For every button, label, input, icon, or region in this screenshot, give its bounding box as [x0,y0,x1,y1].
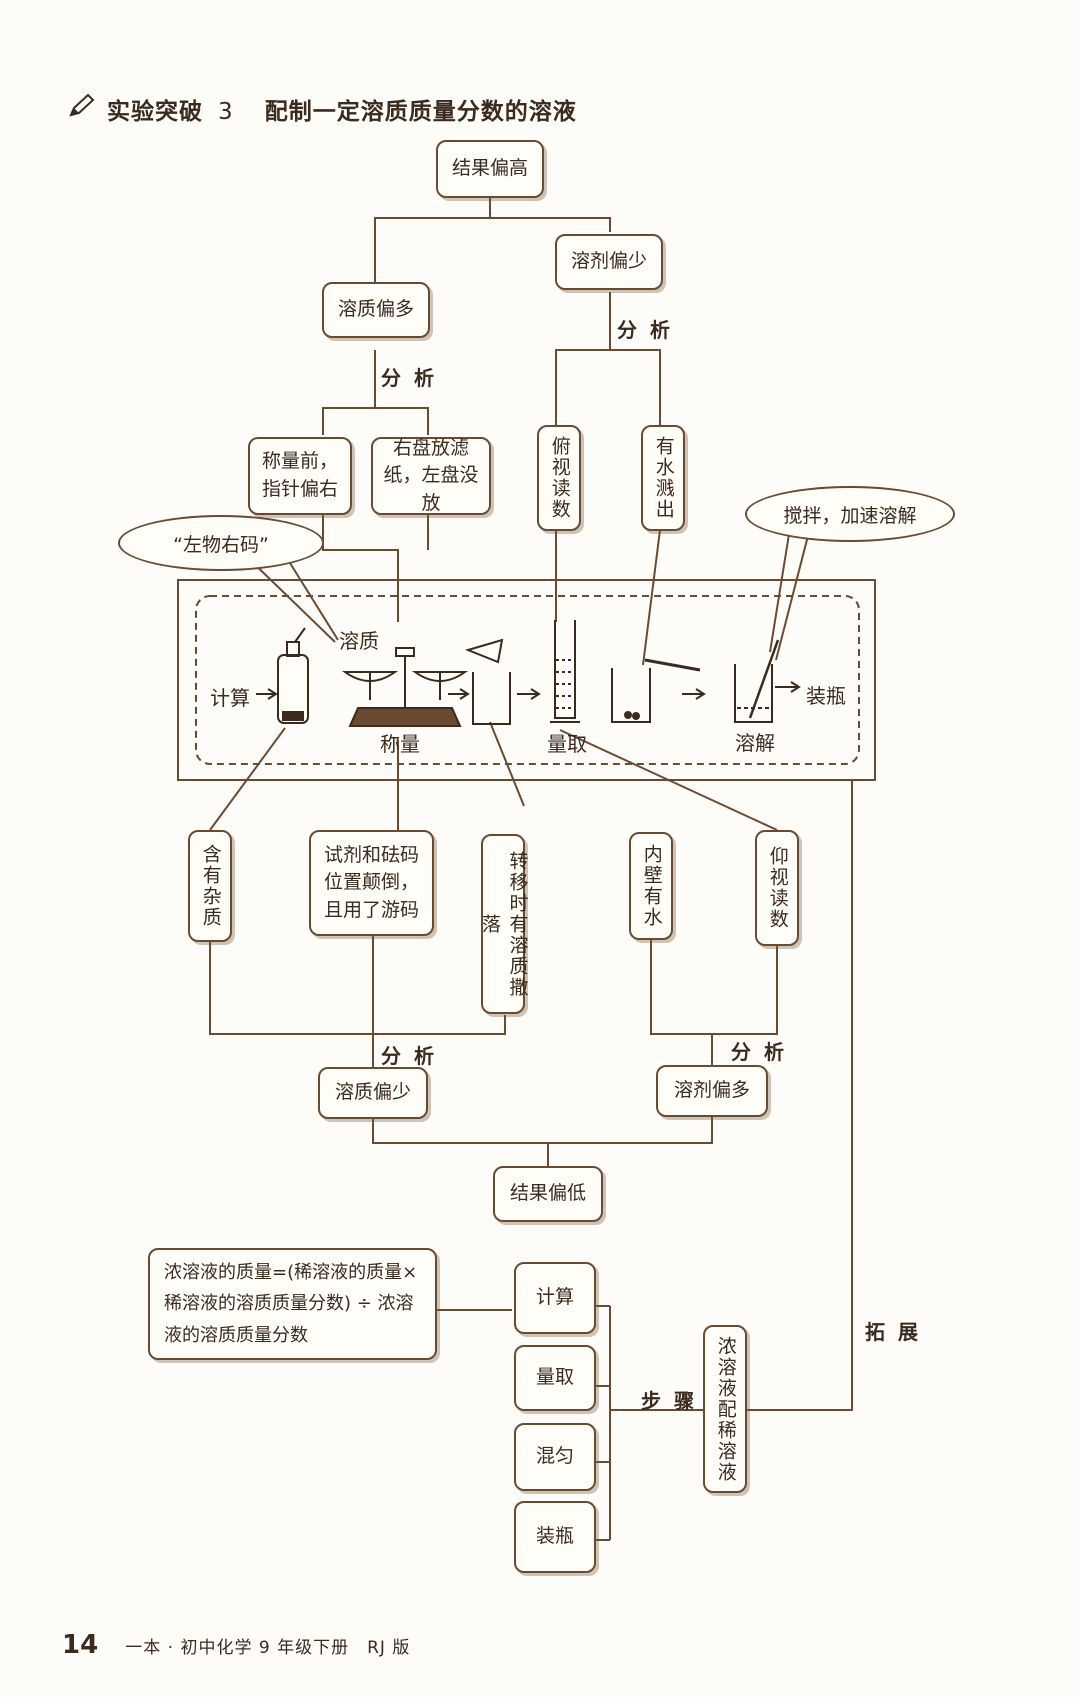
step-bottle-label: 装瓶 [806,684,846,708]
left-right-callout: “左物右码” [118,515,324,571]
book-title: 一本 · 初中化学 9 年级下册 RJ 版 [125,1638,411,1658]
cause-pointer-node: 称量前，指针偏右 [248,437,352,515]
cause-filter-node: 右盘放滤纸，左盘没放 [371,437,491,515]
solute-more-node: 溶质偏多 [322,282,430,338]
page-title: 实验突破 3 配制一定溶质质量分数的溶液 [68,92,577,126]
look-up-node: 仰视读数 [755,830,799,946]
extension-label: 拓 展 [865,1320,921,1344]
result-low-node: 结果偏低 [493,1166,603,1222]
solvent-less-node: 溶剂偏少 [555,234,663,290]
steps-label: 步 骤 [641,1389,697,1413]
step-measure-label: 量取 [547,732,587,756]
step-calc-label: 计算 [210,686,250,710]
step-dissolve-label: 溶解 [735,731,775,755]
page-number: 14 [62,1630,99,1660]
dilution-formula: 浓溶液的质量=(稀溶液的质量×稀溶液的溶质质量分数) ÷ 浓溶液的溶质质量分数 [148,1248,437,1360]
step-bottle-node: 装瓶 [514,1501,596,1573]
wet-wall-node: 内壁有水 [629,832,673,940]
reversed-node: 试剂和砝码位置颠倒，且用了游码 [309,830,434,936]
section-title: 配制一定溶质质量分数的溶液 [264,99,577,125]
analysis-label-top-right: 分 析 [617,318,673,342]
stir-callout: 搅拌，加速溶解 [745,486,955,542]
solute-label: 溶质 [339,629,379,653]
dilution-topic-node: 浓溶液配稀溶液 [703,1325,747,1493]
cause-splash-node: 有水溅出 [641,425,685,531]
result-high-node: 结果偏高 [436,140,544,198]
solvent-more-node: 溶剂偏多 [656,1065,768,1117]
analysis-label-top-left: 分 析 [381,366,437,390]
step-weigh-label: 称量 [380,732,420,756]
cause-look-down-node: 俯视读数 [537,425,581,531]
solute-less-node: 溶质偏少 [318,1067,428,1119]
step-mix-node: 混匀 [514,1423,596,1491]
analysis-label-bottom-left: 分 析 [381,1044,437,1068]
pencil-icon [68,93,98,125]
step-measure-node: 量取 [514,1345,596,1411]
analysis-label-bottom-right: 分 析 [731,1040,787,1064]
section-number: 3 [218,99,234,125]
spill-node: 转移时有溶质撒落 [479,834,529,1014]
step-calc-node: 计算 [514,1262,596,1334]
impurity-node: 含有杂质 [188,830,232,942]
page-footer: 14 一本 · 初中化学 9 年级下册 RJ 版 [62,1630,410,1660]
section-label: 实验突破 [107,99,204,125]
